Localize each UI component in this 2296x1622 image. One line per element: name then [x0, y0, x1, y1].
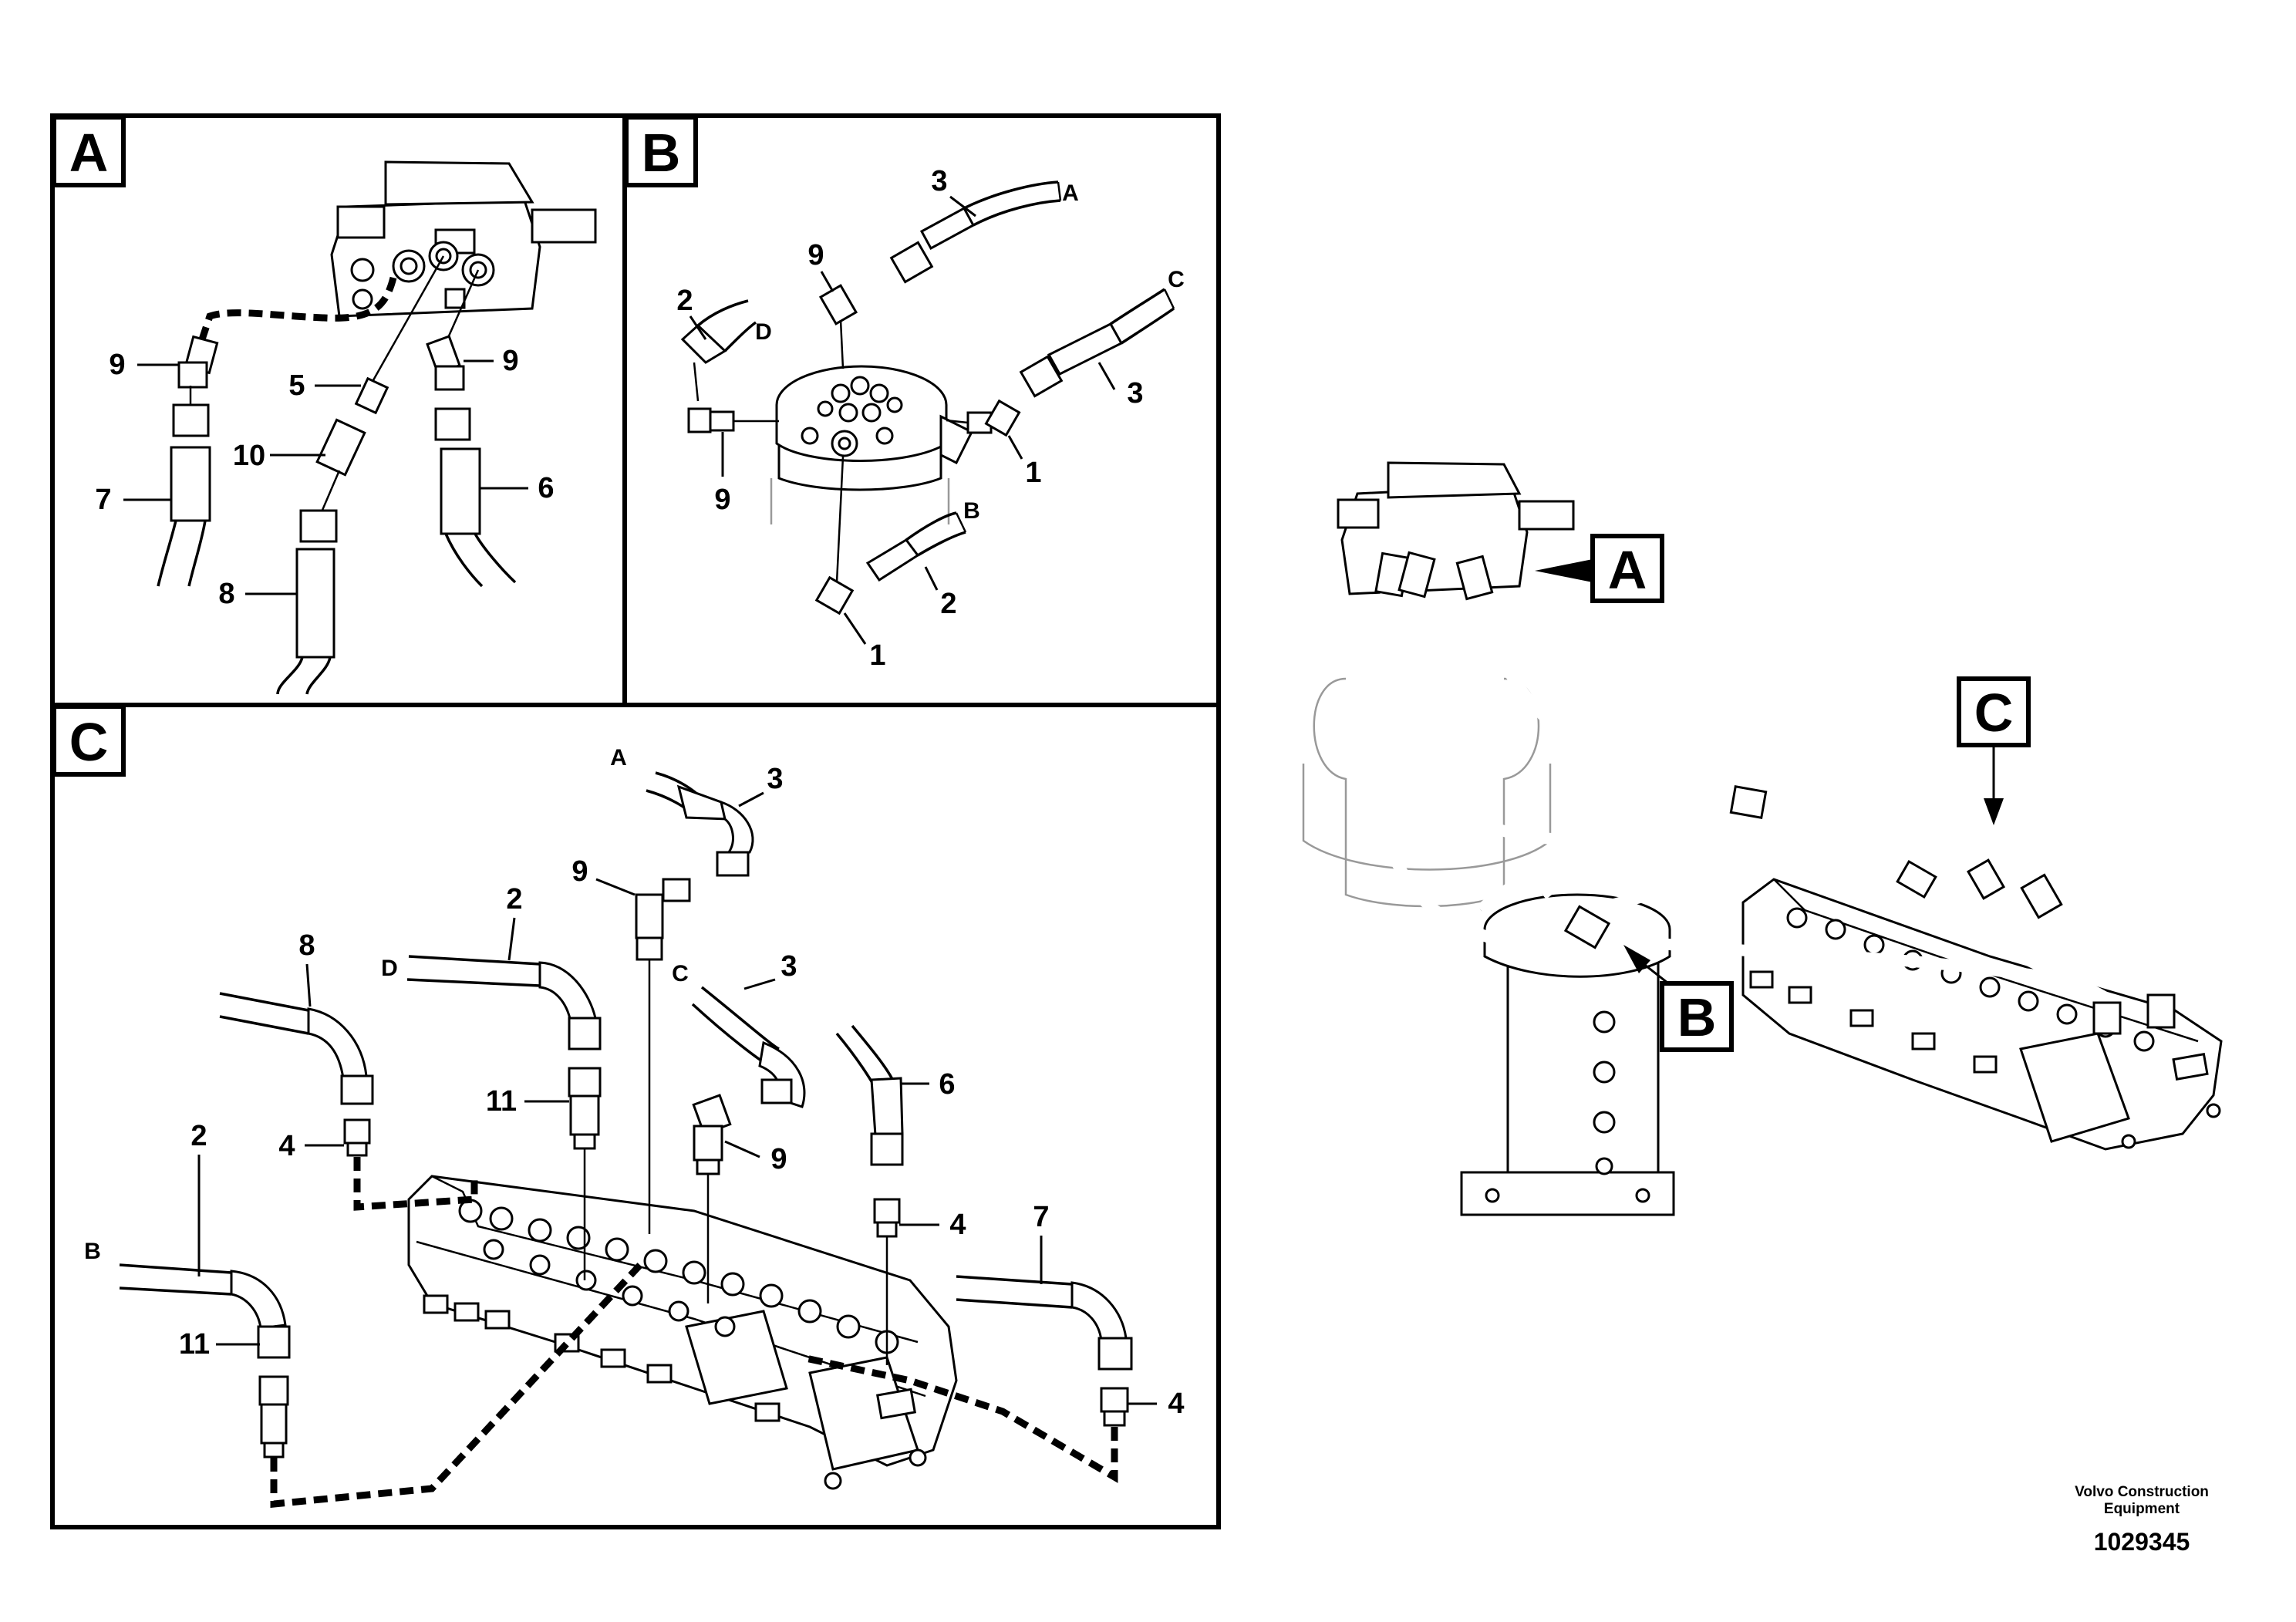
svg-text:4: 4: [278, 1130, 295, 1162]
svg-text:9: 9: [571, 855, 588, 888]
overview-drawing: [1302, 461, 2223, 1216]
svg-text:9: 9: [807, 239, 824, 271]
panel-c-tag: C: [52, 704, 126, 777]
svg-text:2: 2: [190, 1120, 207, 1152]
panel-b-tag: B: [624, 115, 698, 187]
panel-c-port-labels: A D C B: [84, 745, 689, 1264]
svg-text:1: 1: [869, 639, 885, 672]
svg-text:D: D: [755, 319, 772, 345]
svg-text:10: 10: [233, 440, 265, 472]
svg-text:3: 3: [1127, 377, 1143, 410]
svg-text:8: 8: [298, 929, 315, 962]
svg-text:B: B: [1677, 987, 1717, 1047]
svg-text:B: B: [963, 498, 980, 524]
panel-b-port-labels: A D C B: [755, 180, 1185, 524]
svg-text:3: 3: [781, 950, 797, 983]
svg-text:6: 6: [538, 472, 554, 504]
svg-text:1: 1: [1025, 457, 1041, 489]
panel-a-callouts: 9 5 9 10 7 6 8: [95, 345, 554, 610]
footer-company-line1: Volvo Construction: [2075, 1484, 2209, 1500]
svg-text:B: B: [642, 123, 681, 183]
svg-text:11: 11: [179, 1328, 210, 1361]
svg-text:A: A: [610, 745, 627, 771]
svg-text:4: 4: [1168, 1388, 1184, 1420]
svg-text:2: 2: [506, 883, 522, 916]
svg-text:2: 2: [676, 285, 693, 317]
svg-text:7: 7: [1033, 1201, 1049, 1233]
panel-a-frame: [50, 113, 627, 707]
svg-text:9: 9: [770, 1143, 787, 1175]
svg-text:11: 11: [486, 1085, 517, 1118]
panel-a-tag: A: [52, 115, 126, 187]
svg-text:B: B: [84, 1239, 101, 1264]
svg-text:5: 5: [288, 369, 305, 402]
panel-a-drawing: [157, 160, 597, 695]
footer-company-line2: Equipment: [2104, 1501, 2180, 1517]
panel-c-frame: [50, 703, 1221, 1529]
drawing-number: 1029345: [2094, 1528, 2190, 1556]
overview-tag-a: A: [1535, 534, 1664, 603]
svg-text:9: 9: [502, 345, 518, 377]
svg-text:A: A: [1608, 540, 1647, 600]
svg-text:C: C: [1974, 683, 2014, 743]
svg-text:2: 2: [940, 588, 956, 620]
overview-tag-b: B: [1623, 945, 1734, 1052]
svg-text:8: 8: [218, 578, 234, 610]
svg-text:A: A: [1062, 180, 1079, 206]
svg-text:C: C: [69, 712, 109, 772]
svg-text:3: 3: [767, 763, 783, 795]
svg-text:9: 9: [714, 484, 730, 516]
panel-b-callouts: 3 9 2 3 9 1 2 1: [676, 165, 1143, 672]
overview-tag-c: C: [1957, 676, 2031, 825]
svg-text:D: D: [381, 956, 398, 981]
svg-text:7: 7: [95, 484, 111, 516]
panel-c-drawing: [119, 771, 1133, 1508]
svg-text:C: C: [672, 961, 689, 986]
svg-text:6: 6: [939, 1068, 955, 1101]
panel-c-callouts: 3 9 2 8 3 11 9 6 4 2 4 7 11 4: [179, 763, 1185, 1420]
svg-text:A: A: [69, 123, 109, 183]
footer: Volvo Construction Equipment 1029345: [2075, 1484, 2209, 1556]
svg-text:C: C: [1168, 267, 1185, 292]
panel-b-drawing: [680, 180, 1175, 615]
svg-text:3: 3: [931, 165, 947, 197]
svg-text:4: 4: [949, 1209, 966, 1241]
svg-text:9: 9: [109, 349, 125, 381]
